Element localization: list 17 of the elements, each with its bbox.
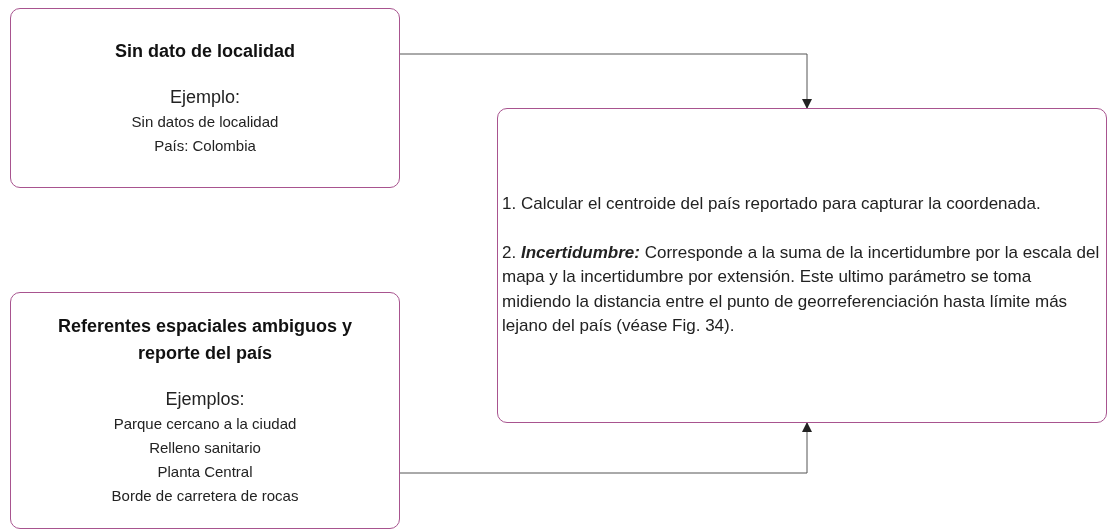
connector-arrow [399, 422, 812, 474]
box-heading: Sin dato de localidad [115, 39, 295, 63]
category-box [10, 8, 400, 188]
connector-arrow [399, 53, 812, 109]
example-text: Parque cercano a la ciudad [113, 414, 297, 435]
example-heading: Ejemplo: [170, 85, 240, 109]
category-box [10, 292, 400, 529]
box-heading: Referentes espaciales ambiguos y reporte del país [56, 314, 354, 365]
step-text: 2. Incertidumbre: Corresponde a la suma de la incertidumbre por la escala del mapa y la incertidumbre por extensión. Este ultimo parámetro se toma midiendo la distancia entre el punto de georreferenciación hasta límite más lejano del país (véase Fig. 34). [502, 241, 1101, 338]
example-heading: Ejemplos: [165, 387, 245, 411]
instruction-box [497, 108, 1107, 423]
example-text: Borde de carretera de rocas [111, 486, 299, 507]
example-text: País: Colombia [154, 136, 256, 157]
step-text: 1. Calcular el centroide del país reportado para capturar la coordenada. [502, 192, 1042, 215]
example-text: Planta Central [157, 462, 253, 483]
example-text: Sin datos de localidad [131, 112, 279, 133]
example-text: Relleno sanitario [149, 438, 261, 459]
